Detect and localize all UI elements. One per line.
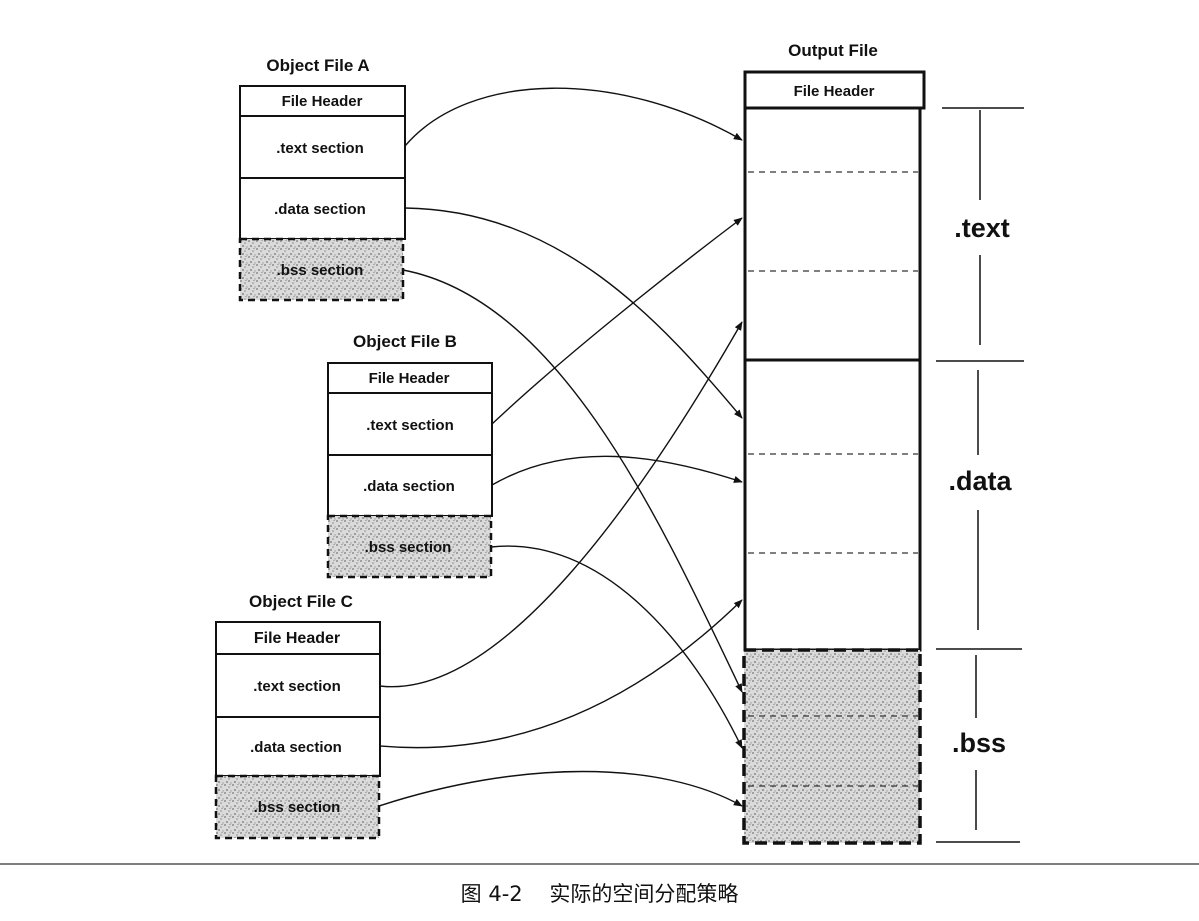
object-file-a-bss-label: .bss section xyxy=(277,262,364,279)
object-file-a: Object File A File Header .text section … xyxy=(238,56,406,302)
output-file-header-box xyxy=(743,70,926,110)
arrow-a-data-to-output-data xyxy=(404,207,743,419)
arrow-b-data-to-output-data xyxy=(491,455,743,486)
arrow-b-bss-to-output-bss xyxy=(490,545,743,749)
object-file-c-text-label: .text section xyxy=(253,678,341,695)
object-file-c-text-section xyxy=(215,653,381,718)
object-file-a-header-label: File Header xyxy=(282,93,363,110)
mapping-arrows xyxy=(378,87,743,807)
object-file-b-data-section xyxy=(327,454,493,517)
object-file-c: Object File C File Header .text section … xyxy=(214,592,381,840)
object-file-c-bss-label: .bss section xyxy=(254,799,341,816)
object-file-a-bss-section xyxy=(238,237,405,302)
object-file-b-header-box xyxy=(327,362,493,394)
output-file-header-label: File Header xyxy=(794,83,875,100)
object-file-c-header-label: File Header xyxy=(254,630,340,647)
output-bss-segment xyxy=(742,648,922,845)
output-file-title: Output File xyxy=(788,41,878,60)
segment-label-bss: .bss xyxy=(952,728,1006,758)
arrow-c-bss-to-output-bss xyxy=(378,770,743,807)
object-file-c-header-box xyxy=(215,621,381,655)
figure-number: 图 4-2 xyxy=(460,882,523,906)
arrow-a-text-to-output-text xyxy=(404,87,743,147)
arrow-c-data-to-output-data xyxy=(379,599,743,749)
object-file-a-text-label: .text section xyxy=(276,140,364,157)
object-file-a-text-section xyxy=(239,115,406,179)
arrow-c-text-to-output-text xyxy=(379,321,743,688)
segment-brackets: .text .data .bss xyxy=(936,107,1024,843)
object-file-c-data-label: .data section xyxy=(250,739,342,756)
object-file-c-title: Object File C xyxy=(249,592,353,611)
object-file-b-data-label: .data section xyxy=(363,478,455,495)
object-file-c-data-section xyxy=(215,716,381,777)
output-data-segment xyxy=(743,358,922,652)
object-file-b-bss-section xyxy=(326,514,493,579)
arrow-a-bss-to-output-bss xyxy=(402,269,743,693)
figure-caption-text: 实际的空间分配策略 xyxy=(549,882,739,906)
object-file-b-header-label: File Header xyxy=(369,370,450,387)
segment-label-data: .data xyxy=(948,466,1012,496)
arrow-b-text-to-output-text xyxy=(491,217,743,425)
segment-label-text: .text xyxy=(954,213,1010,243)
object-file-c-bss-section xyxy=(214,774,381,840)
object-file-a-data-label: .data section xyxy=(274,201,366,218)
object-file-b-title: Object File B xyxy=(353,332,457,351)
object-file-b-text-label: .text section xyxy=(366,417,454,434)
output-text-segment xyxy=(743,106,922,362)
object-file-a-title: Object File A xyxy=(266,56,369,75)
figure-caption: 图 4-2 实际的空间分配策略 xyxy=(0,878,1199,908)
object-file-b-bss-label: .bss section xyxy=(365,539,452,556)
output-file: Output File File Header xyxy=(742,41,926,845)
object-file-b: Object File B File Header .text section … xyxy=(326,332,493,579)
